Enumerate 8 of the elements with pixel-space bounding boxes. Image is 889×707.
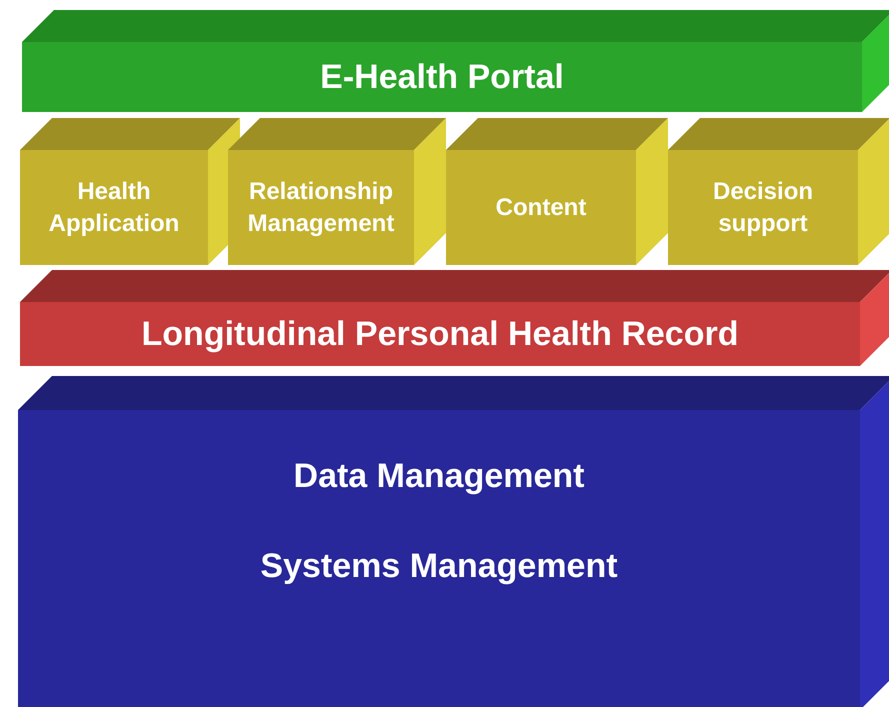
layer-title: Health Application bbox=[48, 177, 180, 238]
layer-title: Relationship Management bbox=[246, 177, 396, 238]
layer-title: Data Management bbox=[294, 456, 584, 497]
layer-title: Content bbox=[496, 192, 586, 223]
layer-title: E-Health Portal bbox=[320, 56, 564, 98]
layer-title: Longitudinal Personal Health Record bbox=[142, 314, 738, 355]
layer-title: Decision support bbox=[712, 177, 814, 238]
layer-title: Systems Management bbox=[260, 546, 618, 588]
